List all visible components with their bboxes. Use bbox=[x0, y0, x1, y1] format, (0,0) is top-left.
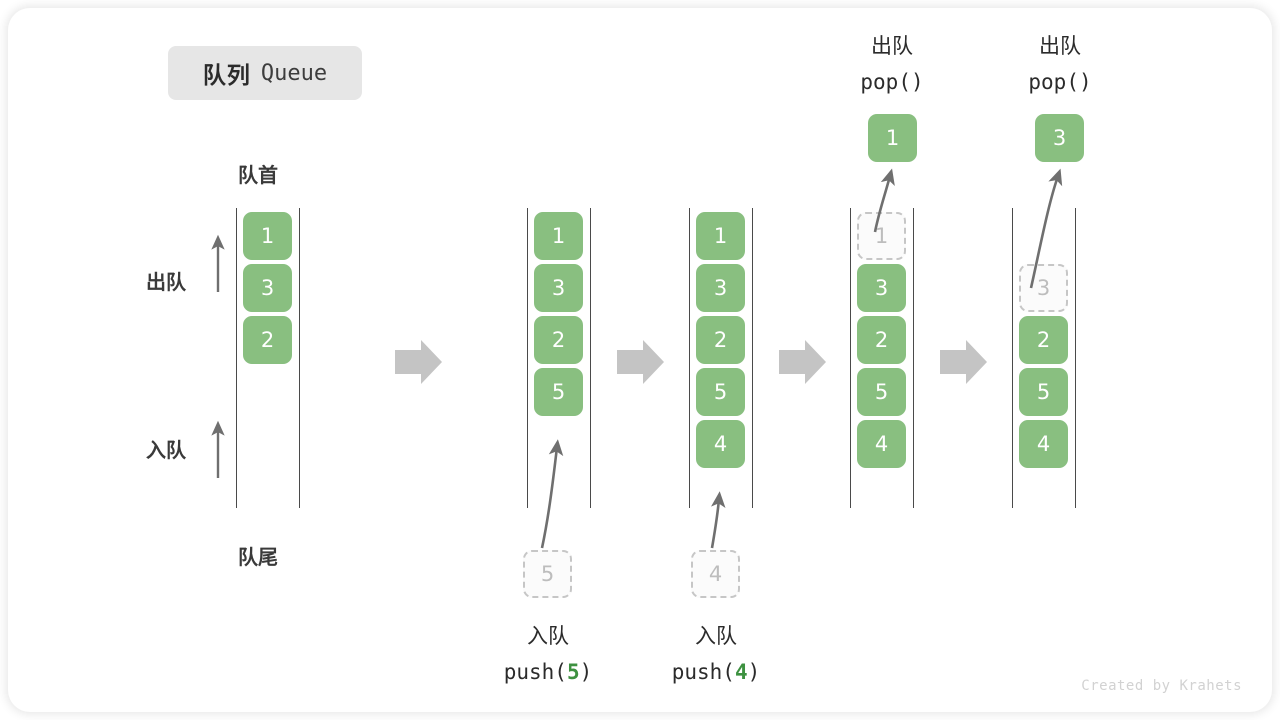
push-5-caption: 入队 push(5) bbox=[473, 618, 623, 690]
rail-right bbox=[752, 208, 753, 508]
pop-3-call: pop() bbox=[1028, 70, 1092, 94]
rear-label: 队尾 bbox=[238, 545, 278, 569]
queue-cell: 3 bbox=[696, 264, 745, 312]
queue-column-pop-3: 3 2 5 4 bbox=[1012, 208, 1076, 508]
queue-cell: 3 bbox=[243, 264, 292, 312]
push-4-call-suffix: ) bbox=[747, 660, 761, 684]
rail-right bbox=[590, 208, 591, 508]
queue-cell: 1 bbox=[534, 212, 583, 260]
pop-1-caption: 出队 pop() bbox=[817, 28, 967, 100]
queue-column-pop-1: 1 3 2 5 4 bbox=[850, 208, 914, 508]
pending-element-4: 4 bbox=[691, 550, 740, 598]
push-5-call: push(5) bbox=[473, 654, 623, 690]
push-5-call-prefix: push( bbox=[503, 660, 567, 684]
queue-cell-ghost: 1 bbox=[857, 212, 906, 260]
queue-cell: 4 bbox=[1019, 420, 1068, 468]
watermark: Created by Krahets bbox=[1081, 678, 1242, 694]
queue-cell: 4 bbox=[857, 420, 906, 468]
queue-cell: 3 bbox=[857, 264, 906, 312]
push-4-title: 入队 bbox=[695, 624, 737, 648]
rail-right bbox=[1075, 208, 1076, 508]
rail-left bbox=[527, 208, 528, 508]
rail-left bbox=[850, 208, 851, 508]
dequeue-direction-label: 出队 bbox=[146, 270, 186, 294]
push-5-call-value: 5 bbox=[566, 660, 580, 684]
push-4-call: push(4) bbox=[641, 654, 791, 690]
queue-cell-ghost: 3 bbox=[1019, 264, 1068, 312]
queue-column-initial: 1 3 2 bbox=[236, 208, 300, 508]
rail-right bbox=[299, 208, 300, 508]
queue-cell: 5 bbox=[534, 368, 583, 416]
rail-right bbox=[913, 208, 914, 508]
diagram-card bbox=[8, 8, 1272, 712]
rail-left bbox=[1012, 208, 1013, 508]
title-badge: 队列 Queue bbox=[168, 46, 362, 100]
queue-cell: 1 bbox=[696, 212, 745, 260]
pop-1-call: pop() bbox=[860, 70, 924, 94]
push-4-call-value: 4 bbox=[734, 660, 748, 684]
queue-cell: 4 bbox=[696, 420, 745, 468]
queue-cell: 5 bbox=[857, 368, 906, 416]
enqueue-direction-label: 入队 bbox=[146, 438, 186, 462]
rail-left bbox=[689, 208, 690, 508]
rail-left bbox=[236, 208, 237, 508]
pop-1-title: 出队 bbox=[871, 34, 913, 58]
push-4-call-prefix: push( bbox=[671, 660, 735, 684]
front-label: 队首 bbox=[238, 163, 278, 187]
queue-cell: 2 bbox=[243, 316, 292, 364]
push-4-caption: 入队 push(4) bbox=[641, 618, 791, 690]
queue-cell: 2 bbox=[857, 316, 906, 364]
queue-cell: 5 bbox=[1019, 368, 1068, 416]
queue-cell: 2 bbox=[534, 316, 583, 364]
pending-element-5: 5 bbox=[523, 550, 572, 598]
queue-cell: 1 bbox=[243, 212, 292, 260]
queue-cell: 2 bbox=[1019, 316, 1068, 364]
popped-element-3: 3 bbox=[1035, 114, 1084, 162]
push-5-call-suffix: ) bbox=[579, 660, 593, 684]
pop-3-title: 出队 bbox=[1039, 34, 1081, 58]
queue-cell: 3 bbox=[534, 264, 583, 312]
queue-column-after-push-5: 1 3 2 5 bbox=[527, 208, 591, 508]
push-5-title: 入队 bbox=[527, 624, 569, 648]
queue-cell: 5 bbox=[696, 368, 745, 416]
queue-cell: 2 bbox=[696, 316, 745, 364]
popped-element-1: 1 bbox=[868, 114, 917, 162]
title-chinese: 队列 bbox=[202, 63, 251, 89]
queue-column-after-push-4: 1 3 2 5 4 bbox=[689, 208, 753, 508]
title-english: Queue bbox=[260, 60, 328, 86]
pop-3-caption: 出队 pop() bbox=[985, 28, 1135, 100]
